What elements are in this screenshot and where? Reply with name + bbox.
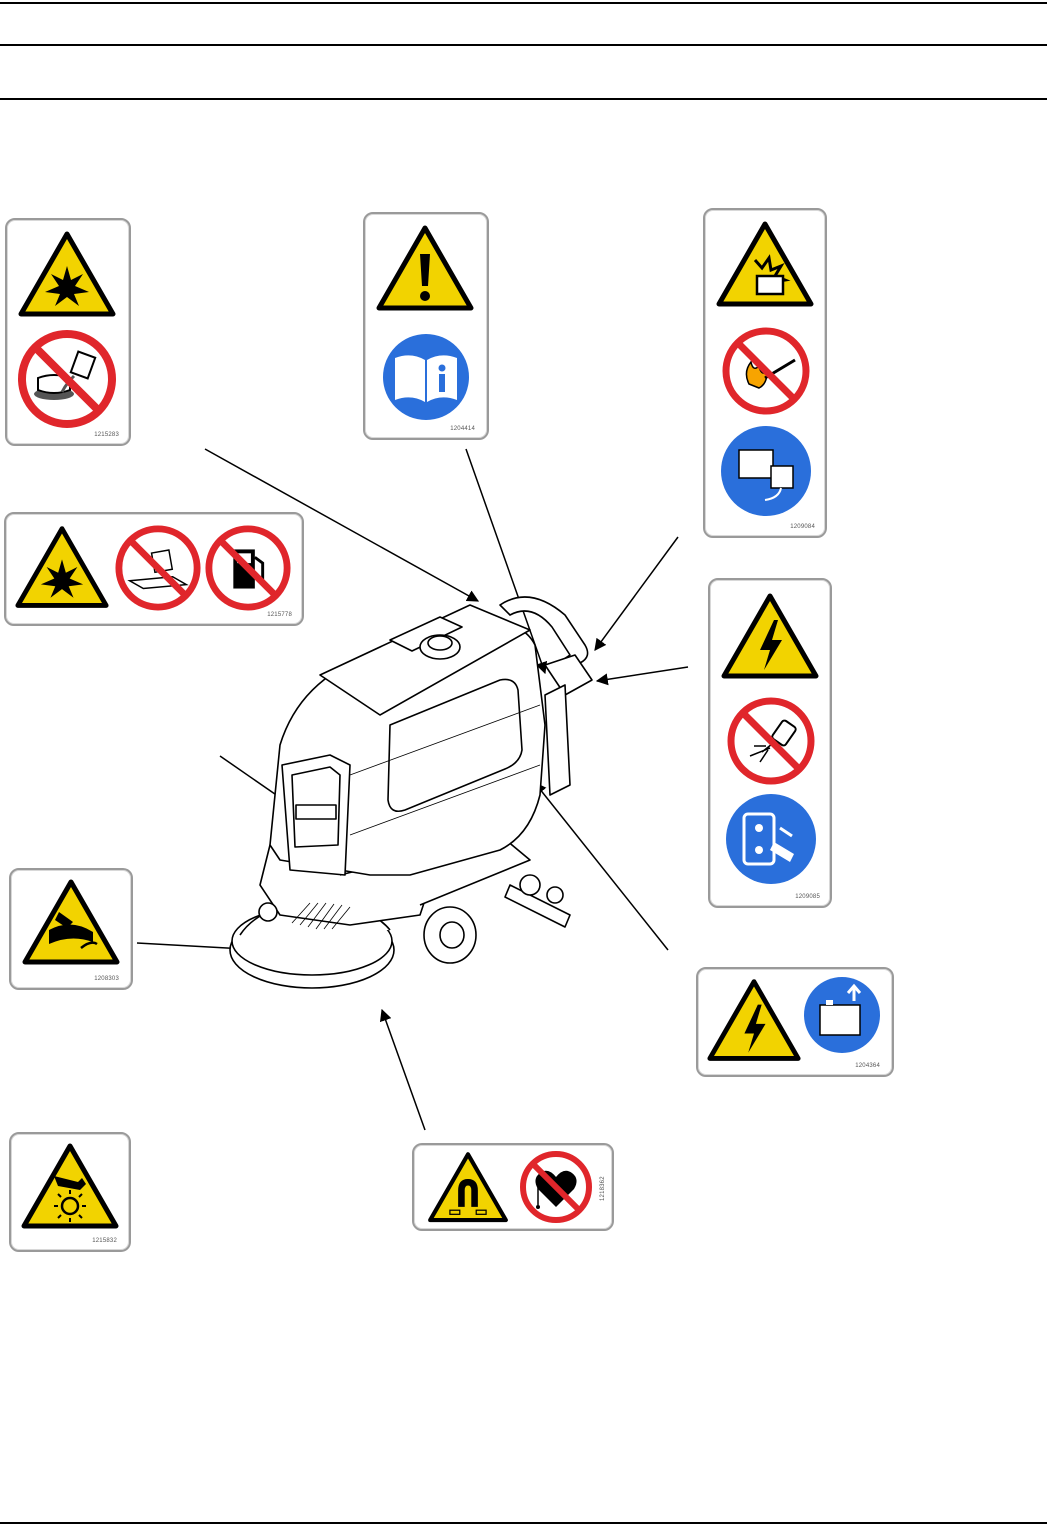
hand-entanglement-warning-icon xyxy=(21,1143,119,1229)
disconnect-battery-icon xyxy=(804,977,880,1053)
explosion-warning-icon xyxy=(15,526,109,608)
electrical-warning-icon xyxy=(707,979,801,1061)
footer-rule xyxy=(0,1522,1047,1524)
label-part-number: 1204364 xyxy=(855,1063,880,1069)
label-part-number: 1215283 xyxy=(94,432,119,438)
header-rule-bottom xyxy=(0,98,1047,100)
label-magnetic-field-warning: 1218362 xyxy=(412,1143,614,1231)
no-fuel-icon xyxy=(205,525,291,611)
no-pacemaker-icon xyxy=(520,1151,592,1223)
magnetic-field-warning-icon xyxy=(428,1152,508,1223)
label-part-number: 1215778 xyxy=(267,612,292,618)
no-flammable-surface-icon xyxy=(115,525,201,611)
header-rule-top xyxy=(0,2,1047,4)
label-part-number: 1208303 xyxy=(94,976,119,982)
no-flammable-fluid-icon xyxy=(18,330,116,428)
header-rule-middle xyxy=(0,44,1047,46)
unplug-cord-icon xyxy=(726,794,816,884)
no-damaged-cord-icon xyxy=(727,697,815,785)
read-manual-icon xyxy=(383,334,469,420)
explosion-warning-icon xyxy=(18,231,116,317)
label-battery-explosion-warning: 1209084 xyxy=(703,208,827,538)
rotating-brush-warning-icon xyxy=(22,879,120,965)
label-battery-disconnect: 1204364 xyxy=(696,967,894,1077)
label-part-number: 1209085 xyxy=(795,894,820,900)
label-part-number: 1218362 xyxy=(600,1176,606,1201)
label-part-number: 1209084 xyxy=(790,524,815,530)
label-part-number: 1204414 xyxy=(450,426,475,432)
label-fuel-explosion-warning: 1215283 xyxy=(5,218,131,446)
electrical-warning-icon xyxy=(721,593,819,679)
floor-scrubber-illustration xyxy=(229,596,593,989)
battery-explosion-warning-icon xyxy=(716,221,814,307)
label-no-flammables: 1215778 xyxy=(4,512,304,626)
label-rotating-brush-warning: 1208303 xyxy=(9,868,133,990)
label-electrical-hazard: 1209085 xyxy=(708,578,832,908)
label-read-manual: 1204414 xyxy=(363,212,489,440)
general-warning-icon xyxy=(376,225,474,311)
battery-ventilation-icon xyxy=(721,426,811,516)
label-part-number: 1215832 xyxy=(92,1238,117,1244)
no-open-flame-icon xyxy=(722,327,810,415)
label-hand-entanglement-warning: 1215832 xyxy=(9,1132,131,1252)
